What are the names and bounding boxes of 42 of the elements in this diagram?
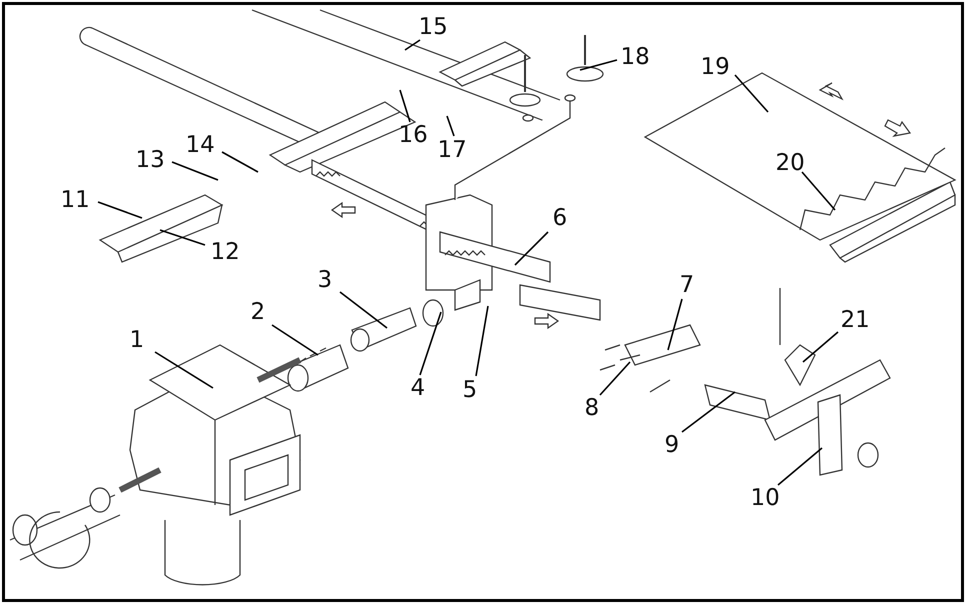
- callout-number: 3: [318, 267, 332, 293]
- callout-number: 2: [250, 299, 266, 325]
- callout-number: 5: [462, 377, 478, 403]
- callout-number: 17: [438, 137, 467, 163]
- callout-number: 11: [60, 187, 90, 213]
- leader-line: [399, 90, 411, 122]
- callout-number: 12: [210, 239, 240, 265]
- callout-number: 7: [680, 272, 694, 298]
- callout-number: 15: [418, 14, 448, 40]
- leader-line: [801, 171, 836, 211]
- callout-number: 13: [136, 147, 165, 173]
- callout-number: 16: [398, 122, 428, 148]
- leader-line: [98, 201, 142, 219]
- callout-number: 8: [584, 395, 600, 421]
- leader-line: [580, 59, 618, 71]
- callout-number: 20: [776, 150, 805, 176]
- leader-line: [802, 331, 839, 363]
- callout-number: 19: [700, 54, 730, 80]
- callout-number: 1: [130, 327, 144, 353]
- leader-line: [222, 151, 258, 173]
- leader-line: [599, 361, 631, 396]
- leader-line: [160, 229, 206, 246]
- leader-line: [777, 447, 823, 486]
- leader-line: [154, 351, 214, 389]
- leader-line: [404, 39, 420, 51]
- leader-line: [682, 391, 736, 433]
- leader-line: [514, 231, 549, 266]
- leader-line: [475, 306, 489, 376]
- leader-line: [419, 312, 442, 376]
- callout-number: 4: [410, 375, 426, 401]
- leader-line: [272, 324, 318, 356]
- leader-line: [734, 74, 769, 113]
- callout-number: 18: [620, 44, 650, 70]
- callout-number: 10: [750, 485, 780, 511]
- leader-line: [446, 116, 455, 136]
- leader-line: [667, 298, 683, 350]
- callout-number: 21: [840, 307, 870, 333]
- callout-number: 14: [186, 132, 215, 158]
- callout-number: 9: [664, 432, 680, 458]
- leader-line: [172, 161, 218, 181]
- leader-line: [340, 291, 388, 329]
- callout-number: 6: [552, 205, 568, 231]
